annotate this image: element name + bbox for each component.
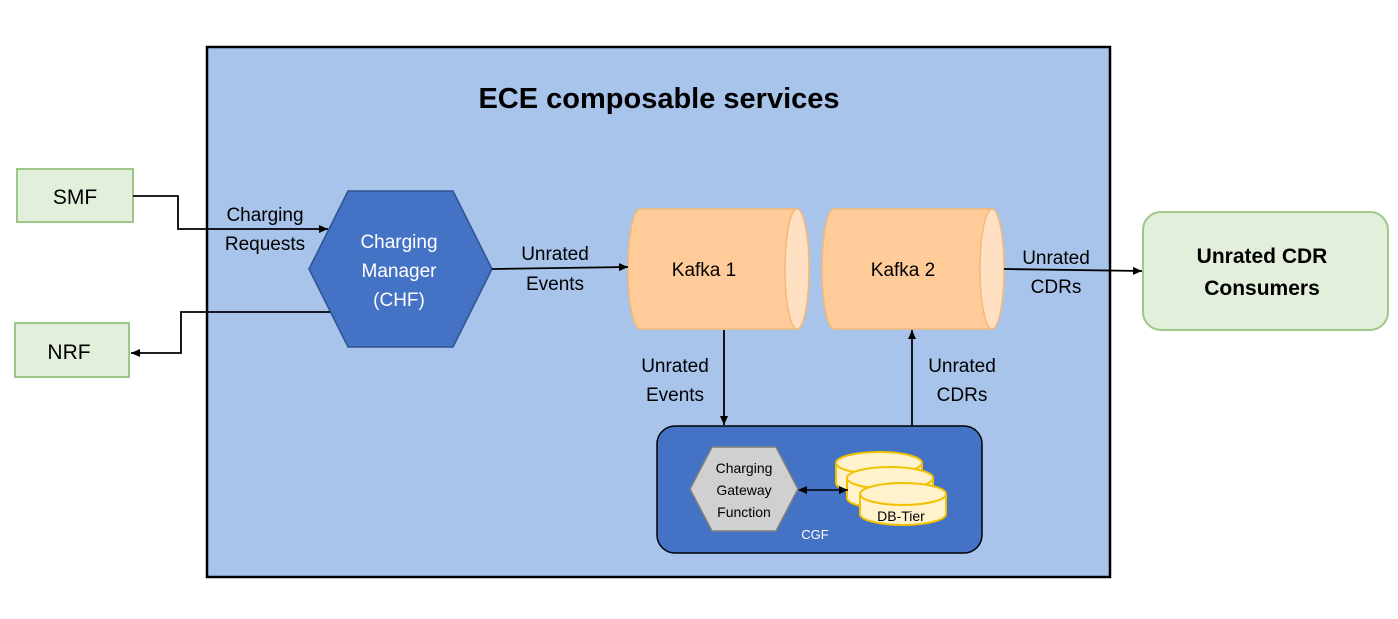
chf-label-1: Charging: [360, 232, 437, 253]
label-charging-requests-2: Requests: [225, 234, 305, 255]
nrf-label: NRF: [47, 341, 90, 364]
edge-smf-to-chf: [133, 195, 328, 233]
label-unrated-events-top-2: Events: [526, 274, 584, 295]
container-title: ECE composable services: [478, 83, 839, 115]
label-unrated-cdrs-up-2: CDRs: [937, 385, 988, 406]
edge-chf-to-nrf: [131, 311, 330, 357]
edge-kafka2-to-consumers: [1003, 266, 1143, 275]
kafka1-label: Kafka 1: [672, 260, 736, 281]
cgf-label: CGF: [801, 527, 829, 542]
chf-label-2: Manager: [362, 261, 438, 282]
gateway-label-2: Gateway: [716, 482, 771, 498]
label-unrated-events-down-1: Unrated: [641, 356, 709, 377]
db-disk-3: [859, 482, 947, 526]
dbtier-label: DB-Tier: [877, 508, 925, 524]
gateway-label-1: Charging: [716, 460, 773, 476]
nrf-box[interactable]: [14, 322, 130, 378]
kafka2-cylinder[interactable]: [821, 208, 1005, 330]
label-unrated-events-down-2: Events: [646, 385, 704, 406]
gateway-label-3: Function: [717, 504, 771, 520]
label-unrated-cdrs-up-1: Unrated: [928, 356, 996, 377]
edge-chf-to-kafka1: [491, 263, 629, 272]
label-charging-requests-1: Charging: [226, 205, 303, 226]
kafka2-label: Kafka 2: [871, 260, 935, 281]
label-unrated-events-top-1: Unrated: [521, 244, 589, 265]
label-unrated-cdrs-out-1: Unrated: [1022, 248, 1090, 269]
consumers-label-1: Unrated CDR: [1197, 245, 1328, 268]
consumers-label-2: Consumers: [1204, 277, 1320, 300]
consumers-box[interactable]: [1142, 211, 1389, 331]
smf-box[interactable]: [16, 168, 134, 223]
label-unrated-cdrs-out-2: CDRs: [1031, 277, 1082, 298]
dbtier-stack[interactable]: [835, 451, 947, 526]
chf-label-3: (CHF): [373, 290, 425, 311]
smf-label: SMF: [53, 186, 97, 209]
kafka1-cylinder[interactable]: [627, 208, 810, 330]
